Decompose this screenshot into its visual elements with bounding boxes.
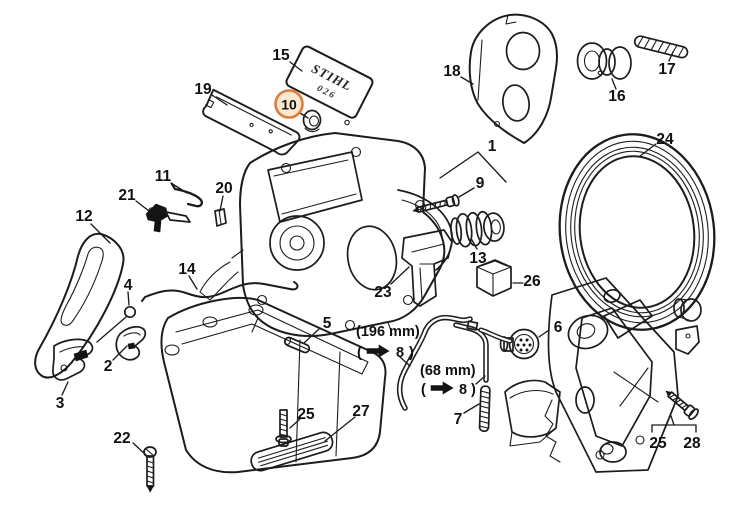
loop-handle [558, 133, 716, 331]
part-label-11: 11 [155, 168, 172, 185]
sticker-body [250, 431, 334, 472]
warning-sticker [250, 431, 334, 472]
dowel-pin [283, 336, 311, 354]
hose-long-ref: 8 [396, 345, 404, 361]
arrow-right-icon [430, 381, 454, 395]
part-label-15: 15 [272, 47, 290, 64]
screw-long [412, 194, 460, 213]
tensioner-bracket [504, 379, 561, 447]
screw-bottom-left [143, 446, 157, 493]
part-label-5: 5 [323, 315, 332, 332]
part-label-19: 19 [194, 81, 212, 98]
screw-frame [665, 390, 699, 420]
tank-housing [160, 297, 387, 474]
part-label-25: 25 [297, 406, 315, 423]
part-label-14: 14 [178, 261, 196, 278]
hose-short-length: (68 mm) [420, 363, 476, 379]
rubber-buffer [450, 210, 505, 248]
rear-handle-frame [544, 277, 679, 473]
handle-molding [34, 232, 125, 379]
fuel-hose-short [453, 320, 513, 383]
frame-knob-cap [673, 298, 702, 322]
link-rod [170, 182, 203, 208]
part-label-12: 12 [75, 208, 92, 225]
part-label-1: 1 [488, 138, 497, 155]
top-cover-strip [202, 88, 301, 156]
part-label-18: 18 [443, 63, 461, 80]
throttle-interlock [145, 203, 191, 233]
frame-bottom-cap [599, 441, 627, 463]
throttle-trigger [115, 325, 147, 361]
cover-cap [476, 259, 512, 297]
frame-latch [675, 325, 700, 355]
part-label-21: 21 [118, 187, 136, 204]
part-label-22: 22 [113, 430, 130, 447]
fuel-hose-long [396, 314, 473, 411]
arrow-right-icon [366, 344, 390, 358]
part-label-24: 24 [656, 131, 674, 148]
support-bracket [401, 229, 453, 307]
grommet-part [302, 109, 322, 133]
annotation-hose-short: (68 mm) ( 8 ) [420, 363, 476, 398]
highlight-circle [274, 89, 304, 119]
hose-long-length: (196 mm) [356, 324, 420, 340]
tank-vent-valve [499, 328, 540, 360]
hose-short-ref: 8 [459, 382, 467, 398]
retainer-clip [214, 208, 227, 227]
spring-lower [478, 385, 491, 432]
hose-long-paren-open: ( [357, 345, 362, 361]
hose-long-paren-close: ) [409, 345, 414, 361]
hose-short-paren-open: ( [421, 382, 426, 398]
highlight-callout-10: 10 [274, 89, 304, 119]
hose-short-paren-close: ) [471, 382, 476, 398]
part-label-28: 28 [683, 435, 701, 452]
part-label-16: 16 [608, 88, 626, 105]
part-label-10: 10 [281, 97, 297, 113]
part-label-7: 7 [454, 411, 463, 428]
torsion-wire [141, 281, 299, 302]
screw-tank [275, 409, 292, 447]
part-label-25-shared: 25 [649, 435, 667, 452]
main-housing [199, 132, 453, 338]
part-label-9: 9 [476, 175, 485, 192]
annular-bushing [576, 42, 632, 80]
part-labels: 1 2 3 4 5 6 7 9 11 12 13 14 15 16 17 18 … [56, 47, 701, 452]
leader-lines [61, 51, 697, 456]
part-label-17: 17 [658, 61, 675, 78]
part-label-3: 3 [56, 395, 65, 412]
part-label-20: 20 [215, 180, 232, 197]
shroud-cover [468, 13, 558, 144]
part-label-23: 23 [374, 284, 392, 301]
part-label-4: 4 [124, 277, 133, 294]
spring-top [633, 35, 689, 59]
part-label-26: 26 [523, 273, 541, 290]
annotation-hose-long: (196 mm) ( 8 ) [356, 324, 420, 361]
part-label-13: 13 [469, 250, 487, 267]
part-label-2: 2 [104, 358, 113, 375]
circlip [123, 305, 137, 319]
trigger-lockout [52, 338, 94, 381]
part-label-27: 27 [352, 403, 369, 420]
part-label-6: 6 [554, 319, 563, 336]
